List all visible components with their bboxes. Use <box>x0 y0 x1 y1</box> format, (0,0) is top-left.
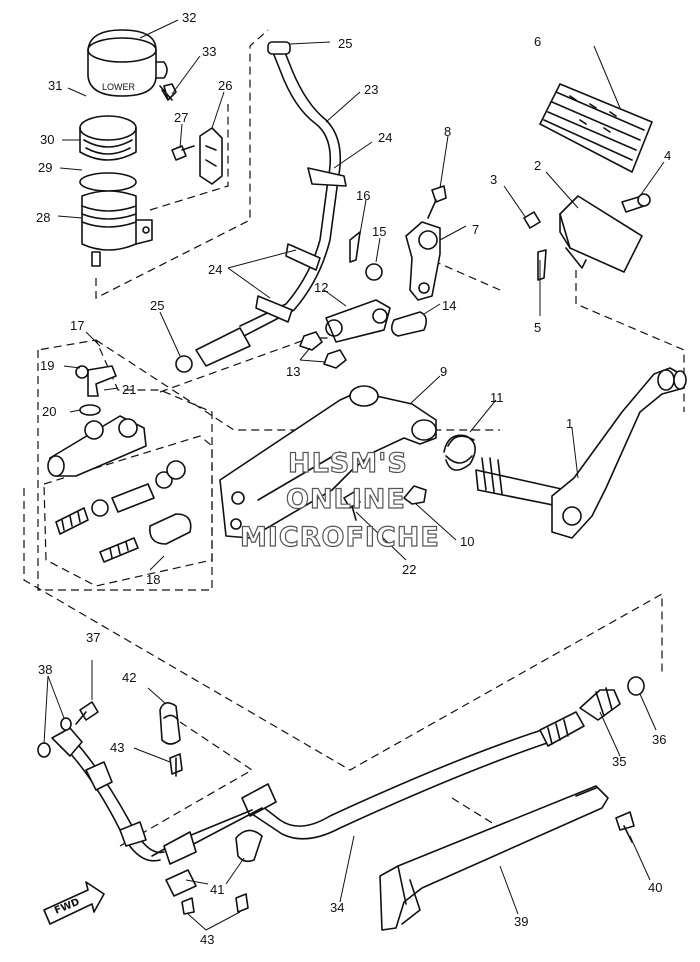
foot-pad-assembly <box>523 83 653 281</box>
callout-numbers: 32 33 31 30 29 28 27 26 25 23 24 24 25 1… <box>36 10 671 947</box>
pedal-assembly <box>219 367 687 539</box>
reservoir-assembly: LOWER <box>79 29 223 267</box>
callout-6: 6 <box>534 34 541 49</box>
callout-10: 10 <box>460 534 474 549</box>
callout-14: 14 <box>442 298 456 313</box>
watermark-line3: MICROFICHE <box>240 522 440 553</box>
callout-8: 8 <box>444 124 451 139</box>
callout-12: 12 <box>314 280 328 295</box>
callout-39: 39 <box>514 914 528 929</box>
callout-16: 16 <box>356 188 370 203</box>
leader-lines <box>43 19 665 931</box>
callout-30: 30 <box>40 132 54 147</box>
callout-20: 20 <box>42 404 56 419</box>
callout-24-bottom: 24 <box>208 262 222 277</box>
callout-25-top: 25 <box>338 36 352 51</box>
watermark-line2: ONLINE <box>286 484 406 515</box>
callout-42: 42 <box>122 670 136 685</box>
callout-32: 32 <box>182 10 196 25</box>
callout-5: 5 <box>534 320 541 335</box>
callout-19: 19 <box>40 358 54 373</box>
callout-4: 4 <box>664 148 671 163</box>
callout-25-bottom: 25 <box>150 298 164 313</box>
callout-35: 35 <box>612 754 626 769</box>
callout-24-top: 24 <box>378 130 392 145</box>
callout-18: 18 <box>146 572 160 587</box>
callout-9: 9 <box>440 364 447 379</box>
callout-22: 22 <box>402 562 416 577</box>
callout-2: 2 <box>534 158 541 173</box>
linkage <box>299 185 447 369</box>
callout-40: 40 <box>648 880 662 895</box>
reservoir-mark: LOWER <box>102 82 136 92</box>
watermark-line1: HLSM'S <box>288 448 408 479</box>
callout-7: 7 <box>472 222 479 237</box>
callout-29: 29 <box>38 160 52 175</box>
brake-hose: FWD <box>37 676 645 931</box>
callout-41: 41 <box>210 882 224 897</box>
callout-36: 36 <box>652 732 666 747</box>
reservoir-hose <box>175 41 347 373</box>
callout-17: 17 <box>70 318 84 333</box>
callout-34: 34 <box>330 900 344 915</box>
callout-43-bottom: 43 <box>200 932 214 947</box>
callout-33: 33 <box>202 44 216 59</box>
callout-15: 15 <box>372 224 386 239</box>
callout-21: 21 <box>122 382 136 397</box>
callout-1: 1 <box>566 416 573 431</box>
callout-3: 3 <box>490 172 497 187</box>
master-cylinder <box>47 365 192 563</box>
fwd-arrow-icon <box>43 881 105 925</box>
callout-27: 27 <box>174 110 188 125</box>
callout-38: 38 <box>38 662 52 677</box>
callout-28: 28 <box>36 210 50 225</box>
callout-37: 37 <box>86 630 100 645</box>
callout-13: 13 <box>286 364 300 379</box>
callout-31: 31 <box>48 78 62 93</box>
watermark: HLSM'S ONLINE MICROFICHE <box>239 447 440 553</box>
callout-26: 26 <box>218 78 232 93</box>
callout-23: 23 <box>364 82 378 97</box>
callout-43-top: 43 <box>110 740 124 755</box>
callout-11: 11 <box>490 390 504 405</box>
